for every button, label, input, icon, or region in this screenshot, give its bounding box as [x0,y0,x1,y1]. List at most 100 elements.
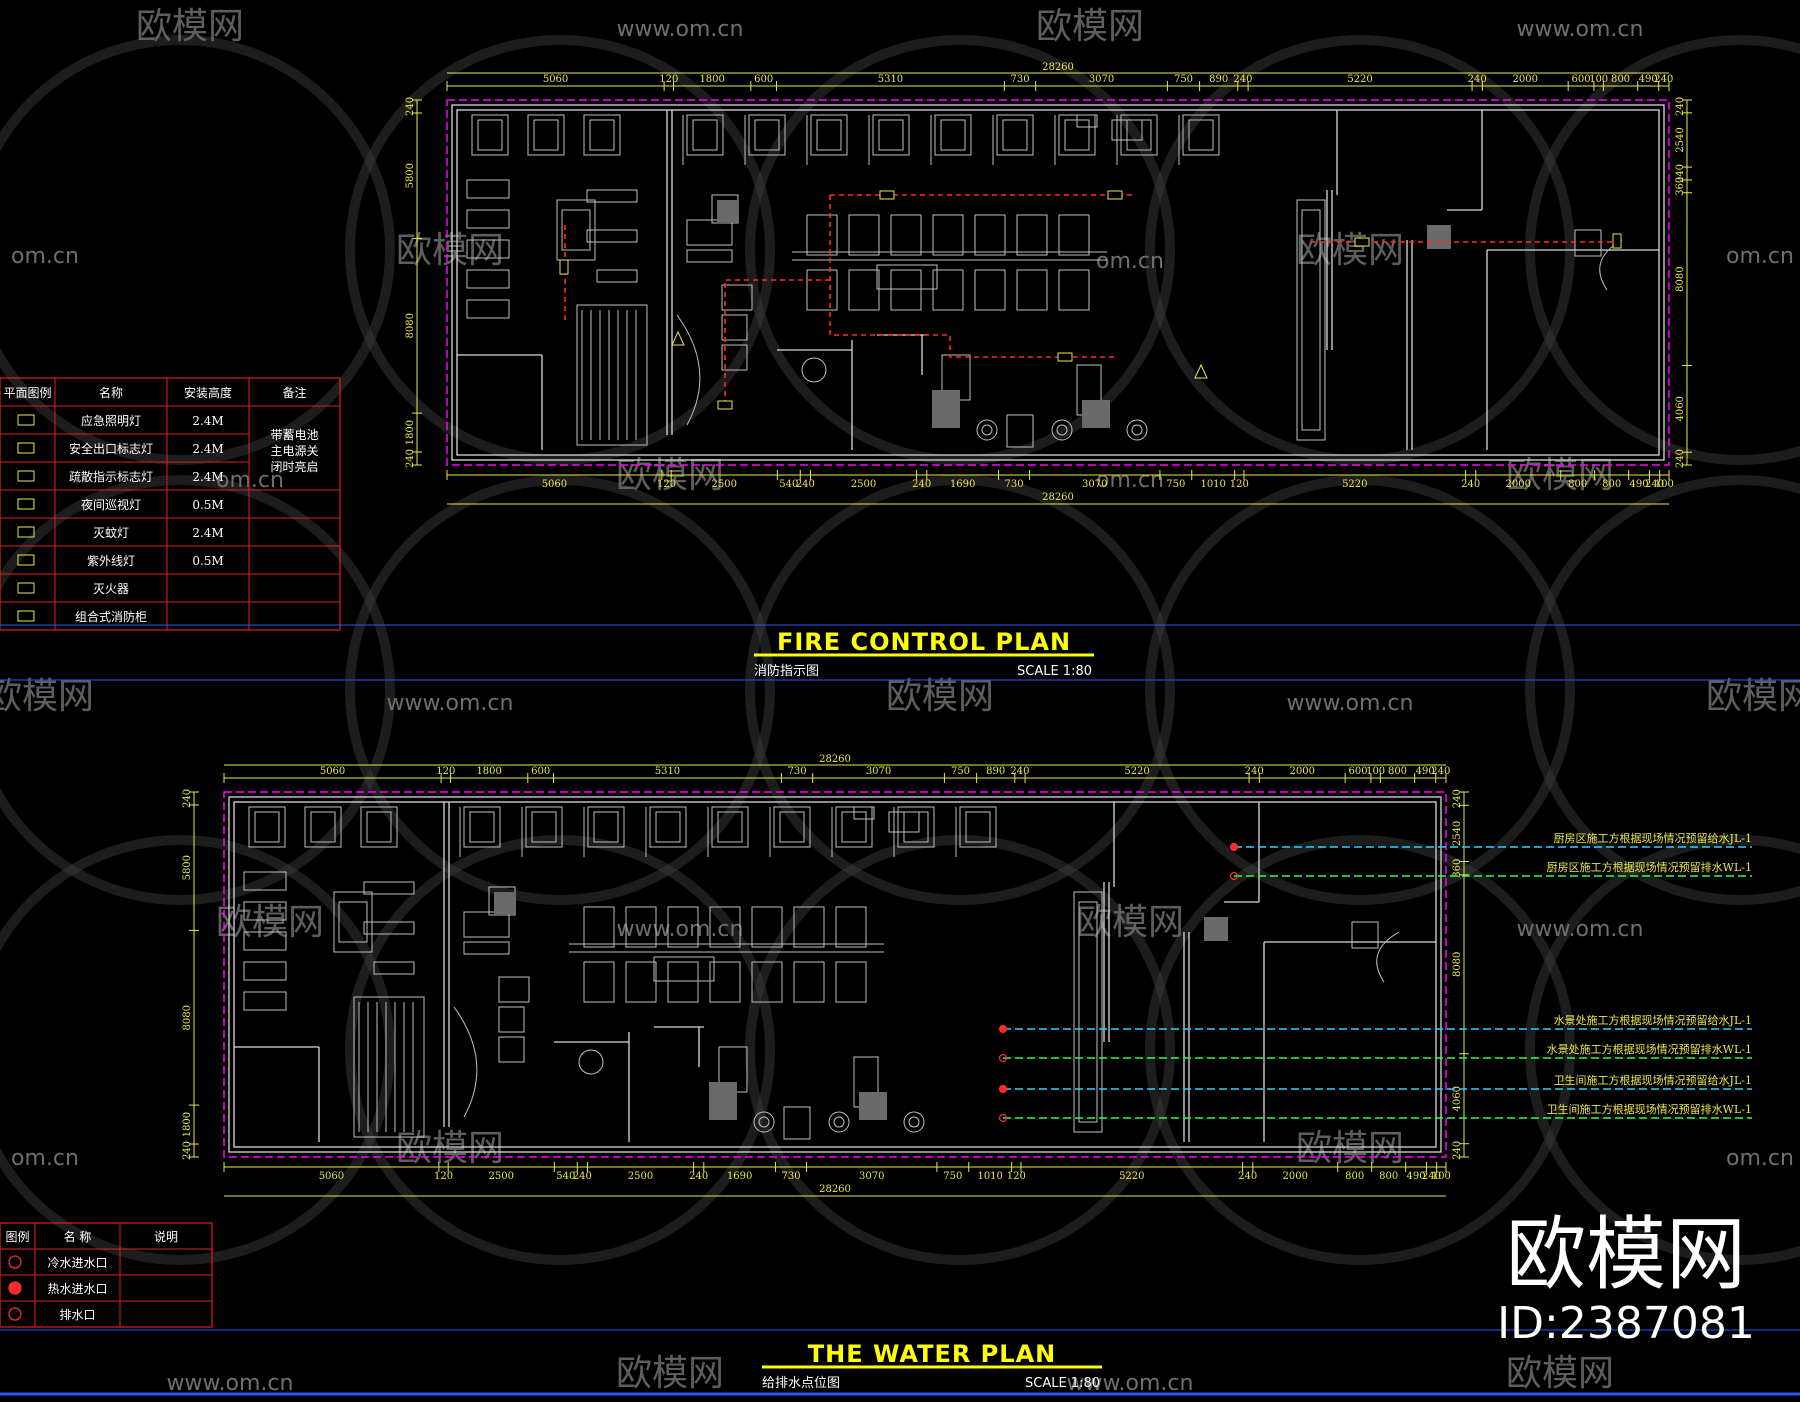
dim-label: 5220 [1119,1171,1144,1182]
water-pipe-label: 卫生间施工方根据现场情况预留排水WL-1 [1547,1102,1752,1116]
dining-table [806,269,838,311]
dim-label: 120 [434,1171,453,1182]
table [463,911,510,938]
fire-plan-title-block: FIRE CONTROL PLAN 消防指示图 SCALE 1:80 [754,628,1094,679]
fixture-block [494,892,516,914]
water-plan-furniture [243,806,1400,1140]
dim-label: 3070 [866,766,891,777]
dining-table [583,906,615,948]
fixture-block [709,1082,737,1120]
watermark-url: om.cn [11,1146,79,1171]
watermark-circle [745,475,1175,905]
dim-label: 8080 [182,1005,193,1030]
service-counter [876,264,938,290]
long-bench [1296,199,1326,441]
fire-plan-scale: SCALE 1:80 [1017,664,1092,679]
evacuation-sign-icon [559,259,569,275]
dim-label: 4060 [1675,396,1686,421]
dim-label: 240 [1675,164,1686,183]
booth-cushion [692,119,718,151]
booth-cushion [477,119,503,151]
dim-label: 1800 [476,766,501,777]
watermark-circle [0,35,395,465]
booth-seat [527,114,565,156]
dim-label: 240 [1238,1171,1257,1182]
fixture-block [1204,917,1228,941]
round-table [578,1049,604,1075]
booth-seat [773,806,811,848]
dim-label: 800 [1611,74,1630,85]
dim-label: 2500 [712,479,737,490]
dim-label: 100 [1432,1171,1451,1182]
legend-height: 0.5M [192,554,223,568]
dining-table [625,961,657,1003]
booth-cushion [254,811,280,843]
cabinet [721,284,753,311]
dining-table [751,906,783,948]
dim-label: 5220 [1124,766,1149,777]
dining-table [806,214,838,256]
watermark-circle [345,475,775,905]
dim-label: 240 [1233,74,1252,85]
water-pipe-label: 厨房区施工方根据现场情况预留给水JL-1 [1554,831,1752,845]
booth-cushion [533,119,559,151]
extinguisher-icon [671,330,685,346]
cabinet [498,1036,525,1063]
dim-label: 5060 [543,74,568,85]
dining-table [835,961,867,1003]
dim-label: 800 [1345,1171,1364,1182]
watermark-url: www.om.cn [1517,917,1644,942]
dim-label: 120 [659,74,678,85]
dim-label: 240 [1654,74,1673,85]
booth-cushion [1002,119,1028,151]
watermark-url: www.om.cn [387,691,514,716]
booth-seat [649,806,687,848]
cold-water-inlet-icon [998,1084,1008,1094]
dim-label: 240 [405,449,416,468]
cabinet [498,976,530,1003]
dining-table [974,214,1006,256]
water-heater [1351,921,1379,949]
watermark-circle [1145,475,1575,905]
dining-table [751,961,783,1003]
toilet-bowl [833,1116,845,1128]
dim-label: 240 [1645,479,1664,490]
watermark-logo: 欧模网 [1706,676,1800,717]
legend-name: 夜间巡视灯 [81,497,141,512]
booth-seat [583,114,621,156]
dim-label: 490 [1407,1171,1426,1182]
dim-total: 28260 [1042,62,1074,73]
watermark-circle [1525,475,1800,905]
round-table [801,357,827,383]
dim-label: 800 [1379,1171,1398,1182]
exit-sign-icon [1107,190,1123,200]
table [466,179,510,199]
watermark-logo: 欧模网 [1036,6,1144,47]
legend-frame [0,377,341,631]
water-pipe-label: 水景处施工方根据现场情况预留给水JL-1 [1554,1013,1752,1027]
dining-table [835,906,867,948]
booth-cushion [1188,119,1214,151]
dim-label: 5220 [1347,74,1372,85]
booth-cushion [366,811,392,843]
legend-header: 备注 [282,385,306,400]
dim-label: 730 [1005,479,1024,490]
booth-seat [248,806,286,848]
dim-label: 100 [1589,74,1608,85]
legend-note: 闭时亮启 [270,459,318,474]
dim-label: 3070 [859,1171,884,1182]
fire-plan-title: FIRE CONTROL PLAN [777,628,1071,656]
fixture-block [1082,400,1110,428]
dining-table [1016,214,1048,256]
exit-sign-icon [17,442,35,454]
long-bench [1073,891,1103,1133]
dim-label: 5060 [319,1171,344,1182]
hot-water-inlet-icon [8,1281,22,1295]
booth-cushion [469,811,495,843]
dim-label: 5800 [182,855,193,880]
booth-seat [1182,114,1220,156]
